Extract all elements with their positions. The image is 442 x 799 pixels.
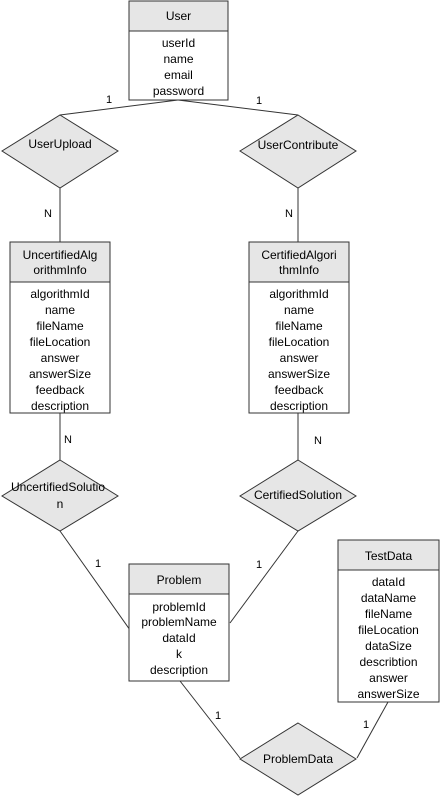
attribute: description bbox=[150, 663, 208, 677]
attribute: dataSize bbox=[365, 639, 412, 653]
cardinality-label: N bbox=[44, 208, 52, 220]
attribute: userId bbox=[162, 36, 195, 50]
cardinality-label: N bbox=[314, 435, 322, 447]
entity-title-line: UncertifiedAlg bbox=[23, 248, 98, 262]
relationship-user-contribute[interactable]: UserContribute bbox=[239, 114, 357, 189]
entity-title: TestData bbox=[365, 549, 413, 563]
entity-user[interactable]: User userId name email password bbox=[128, 0, 229, 101]
connector-uncertsolution-problem bbox=[59, 530, 131, 631]
attribute: k bbox=[176, 647, 183, 661]
relationship-certified-solution[interactable]: CertifiedSolution bbox=[239, 459, 357, 532]
attribute: answerSize bbox=[268, 367, 330, 381]
entity-body bbox=[128, 593, 230, 682]
relationship-label: UserContribute bbox=[258, 138, 339, 152]
entity-header bbox=[128, 0, 229, 32]
cardinality-labels: 1 1 N N N N 1 1 1 1 bbox=[44, 94, 369, 731]
attribute: fileName bbox=[36, 319, 84, 333]
attribute: email bbox=[164, 68, 193, 82]
attribute: dataId bbox=[372, 575, 405, 589]
connector-user-upload bbox=[59, 99, 179, 116]
entity-header bbox=[337, 539, 440, 571]
cardinality-label: 1 bbox=[215, 710, 221, 722]
attribute: answerSize bbox=[357, 687, 419, 701]
entity-body bbox=[9, 281, 111, 414]
entity-title: Problem bbox=[157, 573, 202, 587]
relationship-problem-data[interactable]: ProblemData bbox=[239, 722, 357, 796]
attribute: description bbox=[270, 399, 328, 413]
attribute: description bbox=[31, 399, 89, 413]
relationship-diamond bbox=[239, 459, 357, 532]
relationship-label: UserUpload bbox=[28, 137, 91, 151]
relationship-diamond bbox=[239, 722, 357, 796]
relationship-diamond bbox=[1, 459, 119, 532]
relationship-label: UncertifiedSolutio bbox=[11, 480, 105, 494]
attribute: name bbox=[163, 52, 193, 66]
attribute: fileLocation bbox=[269, 335, 330, 349]
attribute: algorithmId bbox=[30, 287, 89, 301]
attribute: dataId bbox=[162, 631, 195, 645]
relationship-label: CertifiedSolution bbox=[254, 488, 342, 502]
cardinality-label: 1 bbox=[363, 719, 369, 731]
relationship-label: n bbox=[57, 497, 64, 511]
attribute: describtion bbox=[359, 655, 417, 669]
entity-body bbox=[337, 569, 440, 703]
relationship-user-upload[interactable]: UserUpload bbox=[1, 114, 119, 189]
relationship-uncertified-solution[interactable]: UncertifiedSolutio n bbox=[1, 459, 119, 532]
attribute: password bbox=[153, 84, 204, 98]
relationship-diamond bbox=[239, 114, 357, 189]
attribute: fileName bbox=[365, 607, 413, 621]
entity-testdata[interactable]: TestData dataId dataName fileName fileLo… bbox=[337, 539, 440, 703]
connector-problem-problemdata bbox=[179, 680, 241, 759]
attribute: fileLocation bbox=[358, 623, 419, 637]
cardinality-label: 1 bbox=[95, 558, 101, 570]
connector-user-contribute bbox=[177, 99, 299, 116]
attribute: answer bbox=[41, 351, 80, 365]
relationship-diamond bbox=[1, 114, 119, 189]
cardinality-label: 1 bbox=[256, 95, 262, 107]
cardinality-label: 1 bbox=[256, 559, 262, 571]
entity-title-line: thmInfo bbox=[279, 263, 319, 277]
attribute: feedback bbox=[36, 383, 86, 397]
connector-certsolution-problem bbox=[229, 530, 299, 624]
entity-header bbox=[128, 563, 230, 595]
entity-title-line: CertifiedAlgori bbox=[261, 248, 336, 262]
attribute: name bbox=[45, 303, 75, 317]
cardinality-label: N bbox=[64, 434, 72, 446]
entity-title-line: orithmInfo bbox=[33, 263, 87, 277]
attribute: fileLocation bbox=[30, 335, 91, 349]
cardinality-label: 1 bbox=[106, 94, 112, 106]
attribute: name bbox=[284, 303, 314, 317]
entity-body bbox=[128, 30, 229, 101]
connectors bbox=[59, 99, 389, 759]
entity-problem[interactable]: Problem problemId problemName dataId k d… bbox=[128, 563, 230, 682]
entity-body bbox=[248, 281, 350, 414]
entity-uncertified-algorithm-info[interactable]: UncertifiedAlg orithmInfo algorithmId na… bbox=[9, 241, 111, 414]
attribute: feedback bbox=[275, 383, 325, 397]
attribute: answer bbox=[280, 351, 319, 365]
attribute: problemId bbox=[152, 600, 205, 614]
cardinality-label: N bbox=[285, 208, 293, 220]
attribute: answerSize bbox=[29, 367, 91, 381]
attribute: fileName bbox=[275, 319, 323, 333]
entity-title: User bbox=[166, 9, 191, 23]
attribute: algorithmId bbox=[269, 287, 328, 301]
connector-testdata-problemdata bbox=[356, 701, 389, 759]
entity-header bbox=[248, 241, 350, 283]
attribute: problemName bbox=[141, 615, 217, 629]
attribute: answer bbox=[369, 671, 408, 685]
relationship-label: ProblemData bbox=[263, 752, 333, 766]
attribute: dataName bbox=[361, 591, 417, 605]
entity-certified-algorithm-info[interactable]: CertifiedAlgori thmInfo algorithmId name… bbox=[248, 241, 350, 414]
